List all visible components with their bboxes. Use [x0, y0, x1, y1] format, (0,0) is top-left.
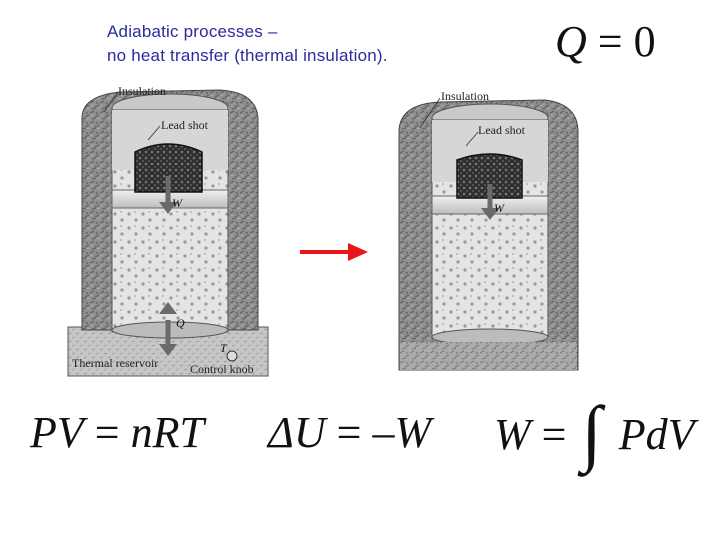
- equals-sign: =: [541, 410, 567, 459]
- equation-work: W = ∫ PdV: [494, 392, 695, 474]
- zero-value: 0: [633, 17, 656, 66]
- left-lead-shot-label: Lead shot: [161, 118, 209, 132]
- left-insulation-label: Insulation: [118, 84, 166, 98]
- left-cylinder-figure: W Q T Insulation Lead shot Thermal reser…: [67, 84, 269, 377]
- negative-w-term: –W: [372, 408, 432, 457]
- equation-q-zero: Q = 0: [555, 14, 656, 70]
- right-work-label: W: [494, 201, 505, 215]
- right-lead-shot-label: Lead shot: [478, 123, 526, 137]
- control-knob-icon: [226, 350, 238, 362]
- right-lead-shot: [456, 153, 523, 199]
- equals-sign: =: [597, 17, 623, 66]
- q-symbol: Q: [555, 17, 587, 66]
- right-arrow-icon: [300, 243, 368, 261]
- equals-sign: =: [336, 408, 362, 457]
- title-line-2: no heat transfer (thermal insulation).: [107, 46, 388, 65]
- left-work-label: W: [172, 196, 183, 210]
- equation-ideal-gas: PV = nRT: [30, 405, 204, 461]
- nrt-term: nRT: [130, 408, 204, 457]
- equation-first-law: ΔU = –W: [268, 405, 431, 461]
- pdv-term: PdV: [618, 410, 695, 459]
- right-cylinder-figure: W Insulation Lead shot: [398, 89, 579, 371]
- right-insulation-label: Insulation: [441, 89, 489, 103]
- pv-term: PV: [30, 408, 84, 457]
- delta-u-term: ΔU: [268, 408, 326, 457]
- slide-title: Adiabatic processes – no heat transfer (…: [107, 20, 537, 68]
- left-lead-shot: [134, 143, 203, 193]
- integral-sign: ∫: [581, 392, 602, 474]
- title-line-1: Adiabatic processes –: [107, 22, 278, 41]
- equals-sign: =: [94, 408, 120, 457]
- control-knob-label: Control knob: [190, 362, 254, 376]
- thermal-reservoir-label: Thermal reservoir: [72, 356, 158, 370]
- w-term: W: [494, 410, 531, 459]
- temperature-label: T: [220, 341, 228, 355]
- left-heat-label: Q: [176, 316, 185, 330]
